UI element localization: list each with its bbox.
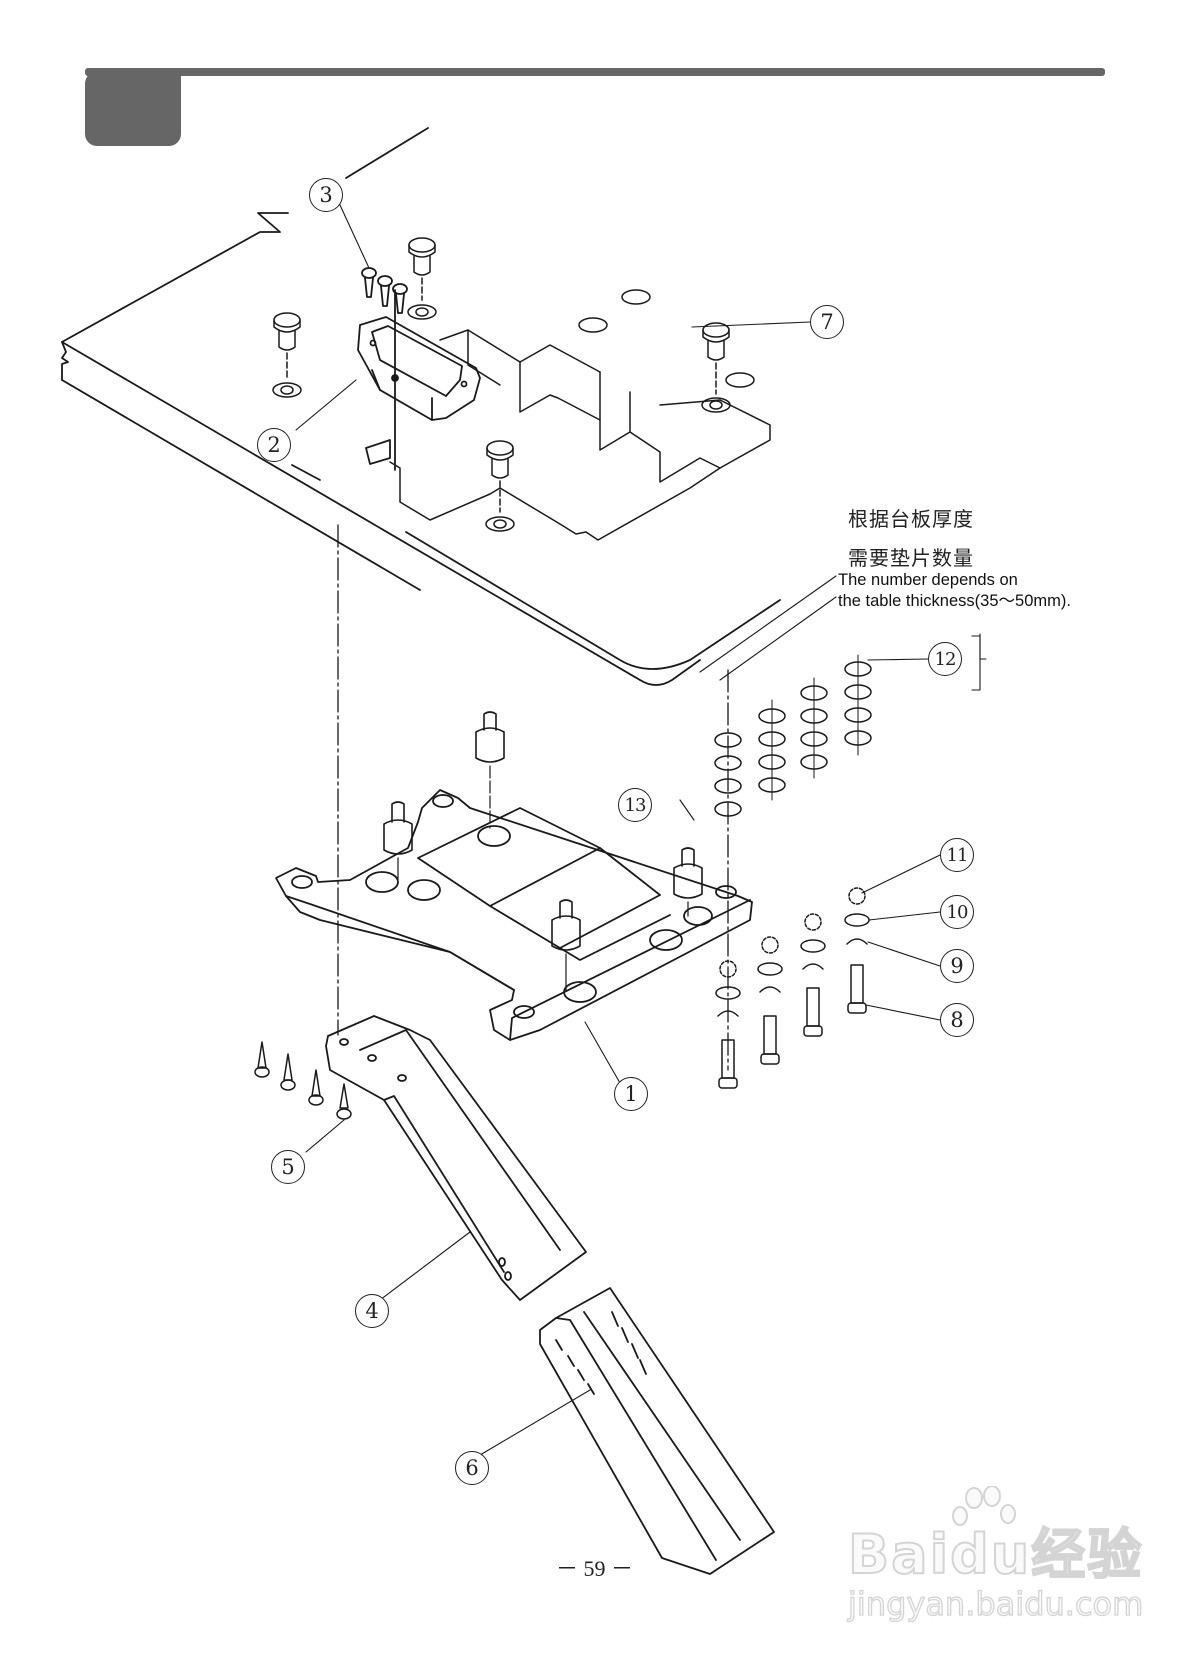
callout-label: 2 xyxy=(267,433,281,457)
callout-13: 13 xyxy=(618,788,652,822)
callout-3: 3 xyxy=(309,178,343,212)
note-en-line1: The number depends on xyxy=(838,571,1018,589)
lower-rail xyxy=(539,1287,775,1575)
callout-label: 3 xyxy=(319,183,333,207)
callout-12: 12 xyxy=(928,642,962,676)
oil-pan xyxy=(357,289,481,471)
leader-lines xyxy=(295,204,941,1459)
table-top xyxy=(61,127,781,686)
watermark-url: jingyan.baidu.com xyxy=(847,1584,1144,1623)
callout-label: 6 xyxy=(465,1456,479,1480)
callout-6: 6 xyxy=(455,1451,489,1485)
note-en-line2: the table thickness(35～50mm). xyxy=(838,592,1071,610)
callout-8: 8 xyxy=(940,1003,974,1037)
spacer-washers-12 xyxy=(714,654,872,817)
callout-5: 5 xyxy=(271,1150,305,1184)
callout-1: 1 xyxy=(614,1077,648,1111)
callout-label: 1 xyxy=(624,1082,638,1106)
upper-rail xyxy=(325,1015,587,1301)
callout-11: 11 xyxy=(940,838,974,872)
watermark-logo: Baidu经验 xyxy=(847,1510,1144,1589)
header-tab xyxy=(85,70,181,146)
watermark-du: du xyxy=(949,1522,1032,1587)
watermark-cn: 经验 xyxy=(1030,1522,1144,1587)
callout-label: 12 xyxy=(934,648,957,670)
bolt-sets xyxy=(715,887,870,1089)
washer-stack-3 xyxy=(800,677,828,779)
callout-label: 7 xyxy=(820,310,834,334)
callout-4: 4 xyxy=(355,1294,389,1328)
callout-label: 13 xyxy=(624,794,647,816)
callout-10: 10 xyxy=(940,895,974,929)
callout-label: 4 xyxy=(365,1299,379,1323)
cushion-pins xyxy=(272,237,755,532)
callout-label: 11 xyxy=(946,844,969,866)
callout-9: 9 xyxy=(940,949,974,983)
note-cn-line2: 需要垫片数量 xyxy=(848,546,974,570)
baidu-watermark: Baidu经验 jingyan.baidu.com xyxy=(847,1486,1144,1624)
note-pointers xyxy=(699,575,987,691)
callout-label: 9 xyxy=(950,954,964,978)
washer-stack-4 xyxy=(844,654,872,756)
page-number: － 59 － xyxy=(556,1556,634,1581)
screws-5 xyxy=(254,1041,352,1120)
base-plate xyxy=(275,789,753,1041)
header-bar xyxy=(85,68,1105,76)
table-cutout xyxy=(389,329,771,541)
callout-label: 10 xyxy=(946,901,969,923)
paw-icon xyxy=(952,1486,1016,1526)
callout-7: 7 xyxy=(810,305,844,339)
cushions-13 xyxy=(383,711,703,991)
screws-3 xyxy=(361,267,408,314)
callout-label: 5 xyxy=(281,1155,295,1179)
watermark-bai: Bai xyxy=(847,1522,951,1587)
washer-stack-2 xyxy=(758,699,786,801)
note-cn-line1: 根据台板厚度 xyxy=(848,507,974,531)
callout-label: 8 xyxy=(950,1008,964,1032)
callout-2: 2 xyxy=(257,428,291,462)
washer-stack-1 xyxy=(714,732,742,817)
